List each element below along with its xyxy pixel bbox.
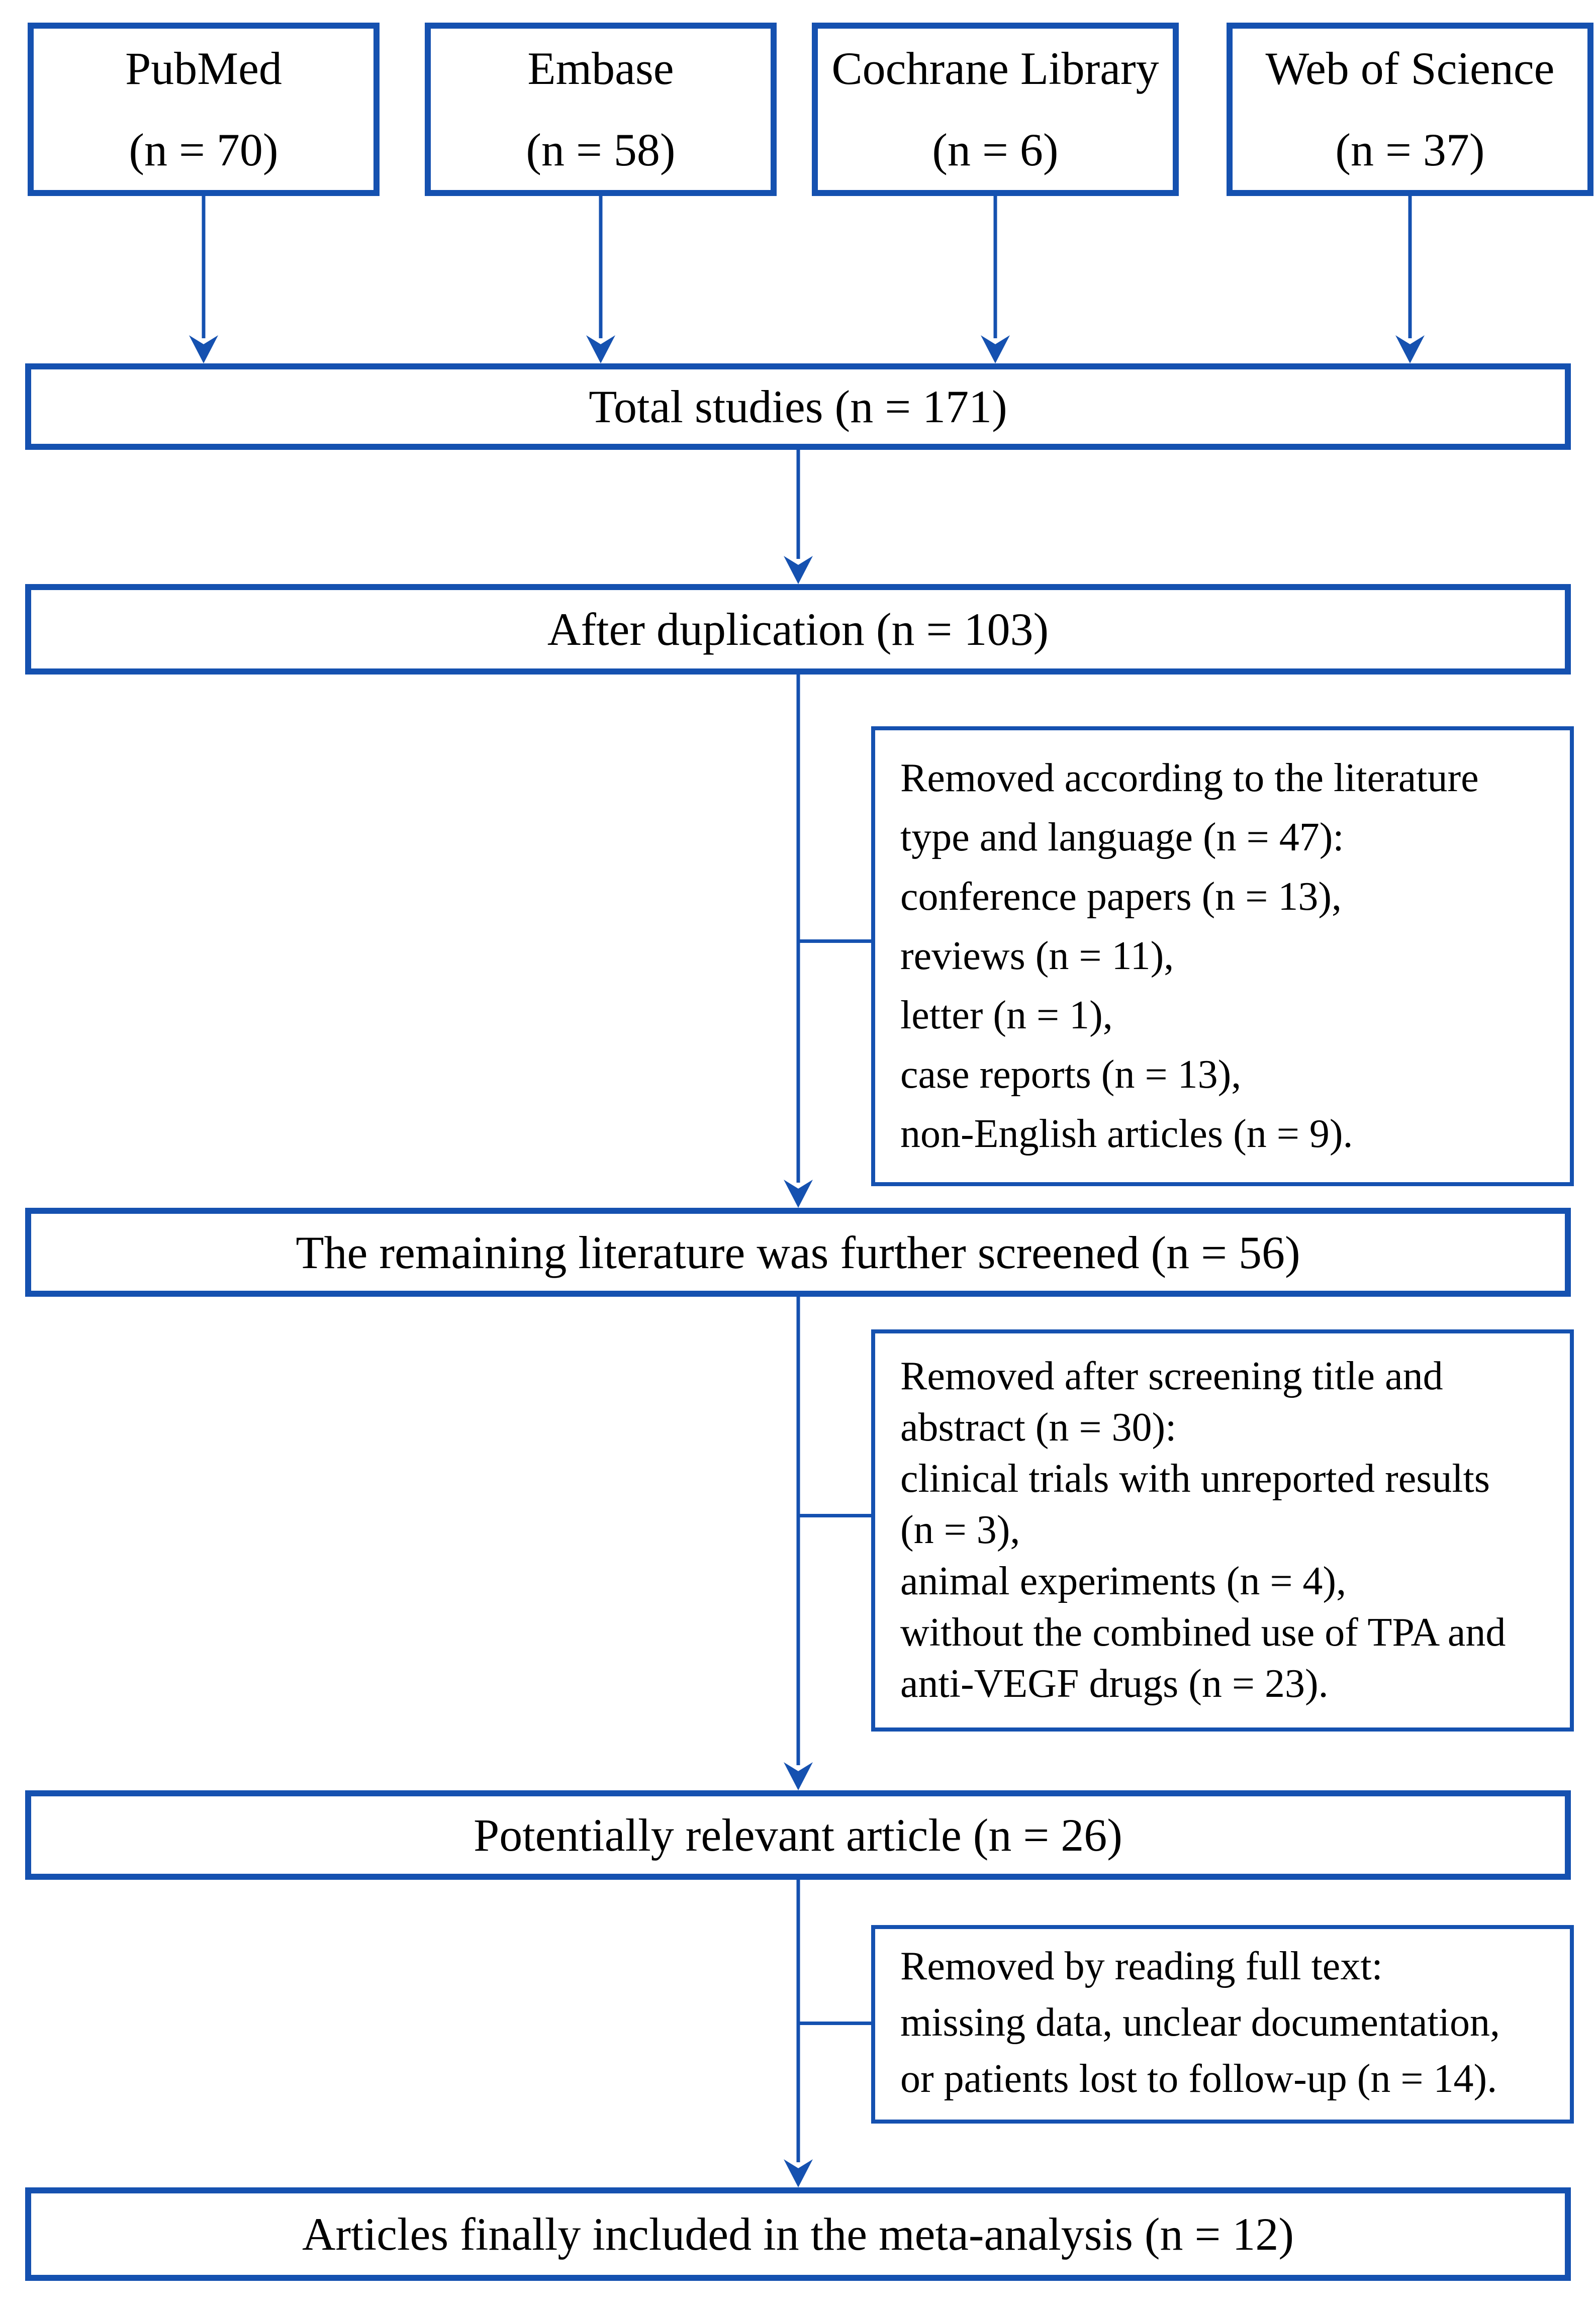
arrow-after-duplication-to-screened: [784, 675, 813, 1208]
included-box: Articles finally included in the meta-an…: [25, 2187, 1571, 2281]
after-duplication-label: After duplication (n = 103): [547, 604, 1049, 655]
arrow-shaft: [993, 196, 997, 338]
arrow-shaft: [599, 196, 603, 338]
arrow-shaft: [1408, 196, 1412, 338]
exclusion-text: Removed after screening title and abstra…: [900, 1354, 1506, 1706]
exclusion-text: Removed by reading full text: missing da…: [900, 1944, 1500, 2101]
exclusion-box-literature-type: Removed according to the literature type…: [871, 726, 1574, 1186]
exclusion-box-title-abstract: Removed after screening title and abstra…: [871, 1329, 1574, 1732]
source-box-embase: Embase (n = 58): [425, 23, 777, 196]
arrow-relevant-to-included: [784, 1880, 813, 2187]
total-studies-box: Total studies (n = 171): [25, 363, 1571, 450]
source-count: (n = 37): [1335, 124, 1485, 175]
relevant-label: Potentially relevant article (n = 26): [474, 1809, 1122, 1861]
arrow-pubmed-to-total: [189, 196, 218, 363]
exclusion-box-full-text: Removed by reading full text: missing da…: [871, 1925, 1574, 2124]
arrow-embase-to-total: [586, 196, 615, 363]
relevant-box: Potentially relevant article (n = 26): [25, 1790, 1571, 1880]
exclusion-text: Removed according to the literature type…: [900, 756, 1479, 1156]
arrowhead-down-icon: [586, 335, 615, 363]
source-name: Embase: [527, 43, 674, 94]
arrow-total-to-after-duplication: [784, 450, 813, 584]
arrow-shaft: [796, 1297, 800, 1765]
connector-to-exclusion-2: [798, 1514, 871, 1517]
source-name: Web of Science: [1265, 43, 1555, 94]
source-name: Cochrane Library: [831, 43, 1159, 94]
source-name: PubMed: [125, 43, 282, 94]
total-studies-label: Total studies (n = 171): [589, 381, 1007, 432]
arrow-shaft: [796, 1880, 800, 2162]
after-duplication-box: After duplication (n = 103): [25, 584, 1571, 675]
arrow-shaft: [796, 450, 800, 559]
arrowhead-down-icon: [784, 1180, 813, 1208]
included-label: Articles finally included in the meta-an…: [302, 2208, 1294, 2260]
source-count: (n = 6): [932, 124, 1059, 175]
arrow-wos-to-total: [1395, 196, 1425, 363]
arrowhead-down-icon: [1395, 335, 1425, 363]
source-count: (n = 70): [129, 124, 278, 175]
arrowhead-down-icon: [784, 556, 813, 584]
source-box-pubmed: PubMed (n = 70): [28, 23, 380, 196]
screened-label: The remaining literature was further scr…: [296, 1226, 1300, 1278]
source-count: (n = 58): [526, 124, 676, 175]
arrow-screened-to-relevant: [784, 1297, 813, 1790]
arrow-shaft: [202, 196, 206, 338]
source-box-cochrane: Cochrane Library (n = 6): [812, 23, 1179, 196]
arrow-shaft: [796, 675, 800, 1183]
arrowhead-down-icon: [981, 335, 1010, 363]
arrowhead-down-icon: [189, 335, 218, 363]
arrow-cochrane-to-total: [981, 196, 1010, 363]
screened-box: The remaining literature was further scr…: [25, 1208, 1571, 1297]
source-box-web-of-science: Web of Science (n = 37): [1227, 23, 1593, 196]
connector-to-exclusion-3: [798, 2022, 871, 2025]
connector-to-exclusion-1: [798, 939, 871, 943]
arrowhead-down-icon: [784, 2159, 813, 2187]
arrowhead-down-icon: [784, 1762, 813, 1790]
